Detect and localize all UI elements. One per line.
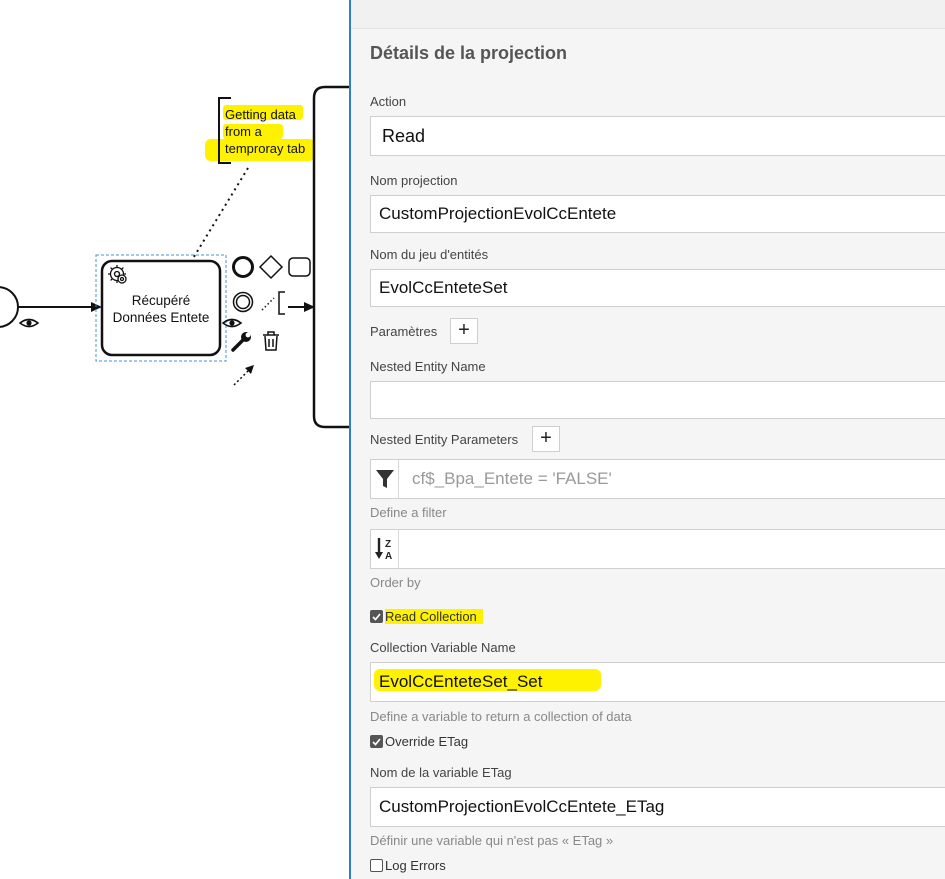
next-task-partial[interactable] <box>312 85 351 429</box>
read-collection-label: Read Collection <box>385 609 483 624</box>
panel-title: Détails de la projection <box>370 43 568 63</box>
append-gateway-icon[interactable] <box>258 254 284 280</box>
eye-icon[interactable] <box>221 318 243 328</box>
service-task[interactable] <box>100 259 222 357</box>
order-by-input[interactable] <box>399 529 945 569</box>
append-intermediate-event-icon[interactable] <box>232 291 254 313</box>
collection-variable-highlight <box>374 669 601 691</box>
gear-icon <box>108 265 127 284</box>
eye-icon[interactable] <box>18 318 40 328</box>
svg-text:A: A <box>385 551 392 561</box>
collection-variable-value: EvolCcEnteteSet_Set <box>379 672 543 691</box>
append-annotation-icon[interactable] <box>261 291 285 315</box>
filter-icon <box>375 470 394 488</box>
filter-button[interactable] <box>370 459 399 499</box>
nested-entity-name-input[interactable] <box>370 381 945 419</box>
append-end-event-icon[interactable] <box>232 256 254 278</box>
association-line[interactable] <box>191 167 249 261</box>
filter-input[interactable]: cf$_Bpa_Entete = 'FALSE' <box>399 459 945 499</box>
svg-text:Z: Z <box>385 539 391 550</box>
parametres-label: Paramètres <box>370 324 438 339</box>
annotation-highlight-3 <box>205 139 315 161</box>
panel-header-bar <box>351 0 945 29</box>
checkmark-icon <box>370 735 383 748</box>
annotation-highlight-2 <box>223 124 283 139</box>
annotation-line-1: Getting data <box>225 107 296 122</box>
wrench-icon[interactable] <box>231 332 251 352</box>
append-task-icon[interactable] <box>288 257 311 277</box>
start-event[interactable] <box>0 286 19 328</box>
sort-z-a-icon: Z A <box>374 538 392 561</box>
checkmark-icon <box>370 610 383 623</box>
collection-variable-label: Collection Variable Name <box>370 640 516 655</box>
order-by-button[interactable]: Z A <box>370 529 399 569</box>
filter-hint: Define a filter <box>370 505 447 520</box>
add-nested-parameter-button[interactable]: + <box>532 426 560 452</box>
text-annotation[interactable]: Getting data from a temproray tab <box>225 106 305 157</box>
log-errors-label: Log Errors <box>385 858 446 873</box>
action-select[interactable]: Read <box>370 116 945 156</box>
action-label: Action <box>370 94 407 109</box>
annotation-highlight-1 <box>223 105 303 120</box>
collection-variable-hint: Define a variable to return a collection… <box>370 709 632 724</box>
sequence-flow-out-arrow <box>304 302 315 312</box>
read-collection-checkbox[interactable]: Read Collection <box>370 609 483 624</box>
override-etag-checkbox[interactable]: Override ETag <box>370 734 468 749</box>
log-errors-checkbox[interactable]: Log Errors <box>370 858 446 873</box>
connect-arrow-icon[interactable] <box>233 365 254 386</box>
etag-variable-input[interactable]: CustomProjectionEvolCcEntete_ETag <box>370 787 945 827</box>
nested-entity-name-label: Nested Entity Name <box>370 359 486 374</box>
task-label-line-2: Données Entete <box>112 310 210 325</box>
order-by-hint: Order by <box>370 575 421 590</box>
bpmn-canvas[interactable]: Getting data from a temproray tab Récupé… <box>0 0 351 879</box>
annotation-bracket[interactable] <box>218 97 231 164</box>
checkbox-empty-icon <box>370 859 383 872</box>
annotation-line-3: temproray tab <box>225 141 306 156</box>
nested-entity-parameters-label: Nested Entity Parameters <box>370 432 519 447</box>
task-label-line-1: Récupéré <box>131 293 191 308</box>
etag-variable-label: Nom de la variable ETag <box>370 765 512 780</box>
nom-projection-input[interactable]: CustomProjectionEvolCcEntete <box>370 195 945 233</box>
collection-variable-input[interactable]: EvolCcEnteteSet_Set <box>370 662 945 702</box>
add-parametre-button[interactable]: + <box>450 318 478 344</box>
selection-outline <box>95 254 227 362</box>
trash-icon[interactable] <box>263 331 279 351</box>
task-label: Récupéré Données Entete <box>101 292 221 326</box>
nom-jeu-label: Nom du jeu d'entités <box>370 247 489 262</box>
properties-panel: Détails de la projection Action Read Nom… <box>349 0 945 879</box>
nom-jeu-input[interactable]: EvolCcEnteteSet <box>370 269 945 307</box>
annotation-line-2: from a <box>225 124 262 139</box>
etag-variable-hint: Définir une variable qui n'est pas « ETa… <box>370 833 614 848</box>
diagram-svg <box>0 85 351 429</box>
override-etag-label: Override ETag <box>385 734 469 749</box>
nom-projection-label: Nom projection <box>370 173 458 188</box>
